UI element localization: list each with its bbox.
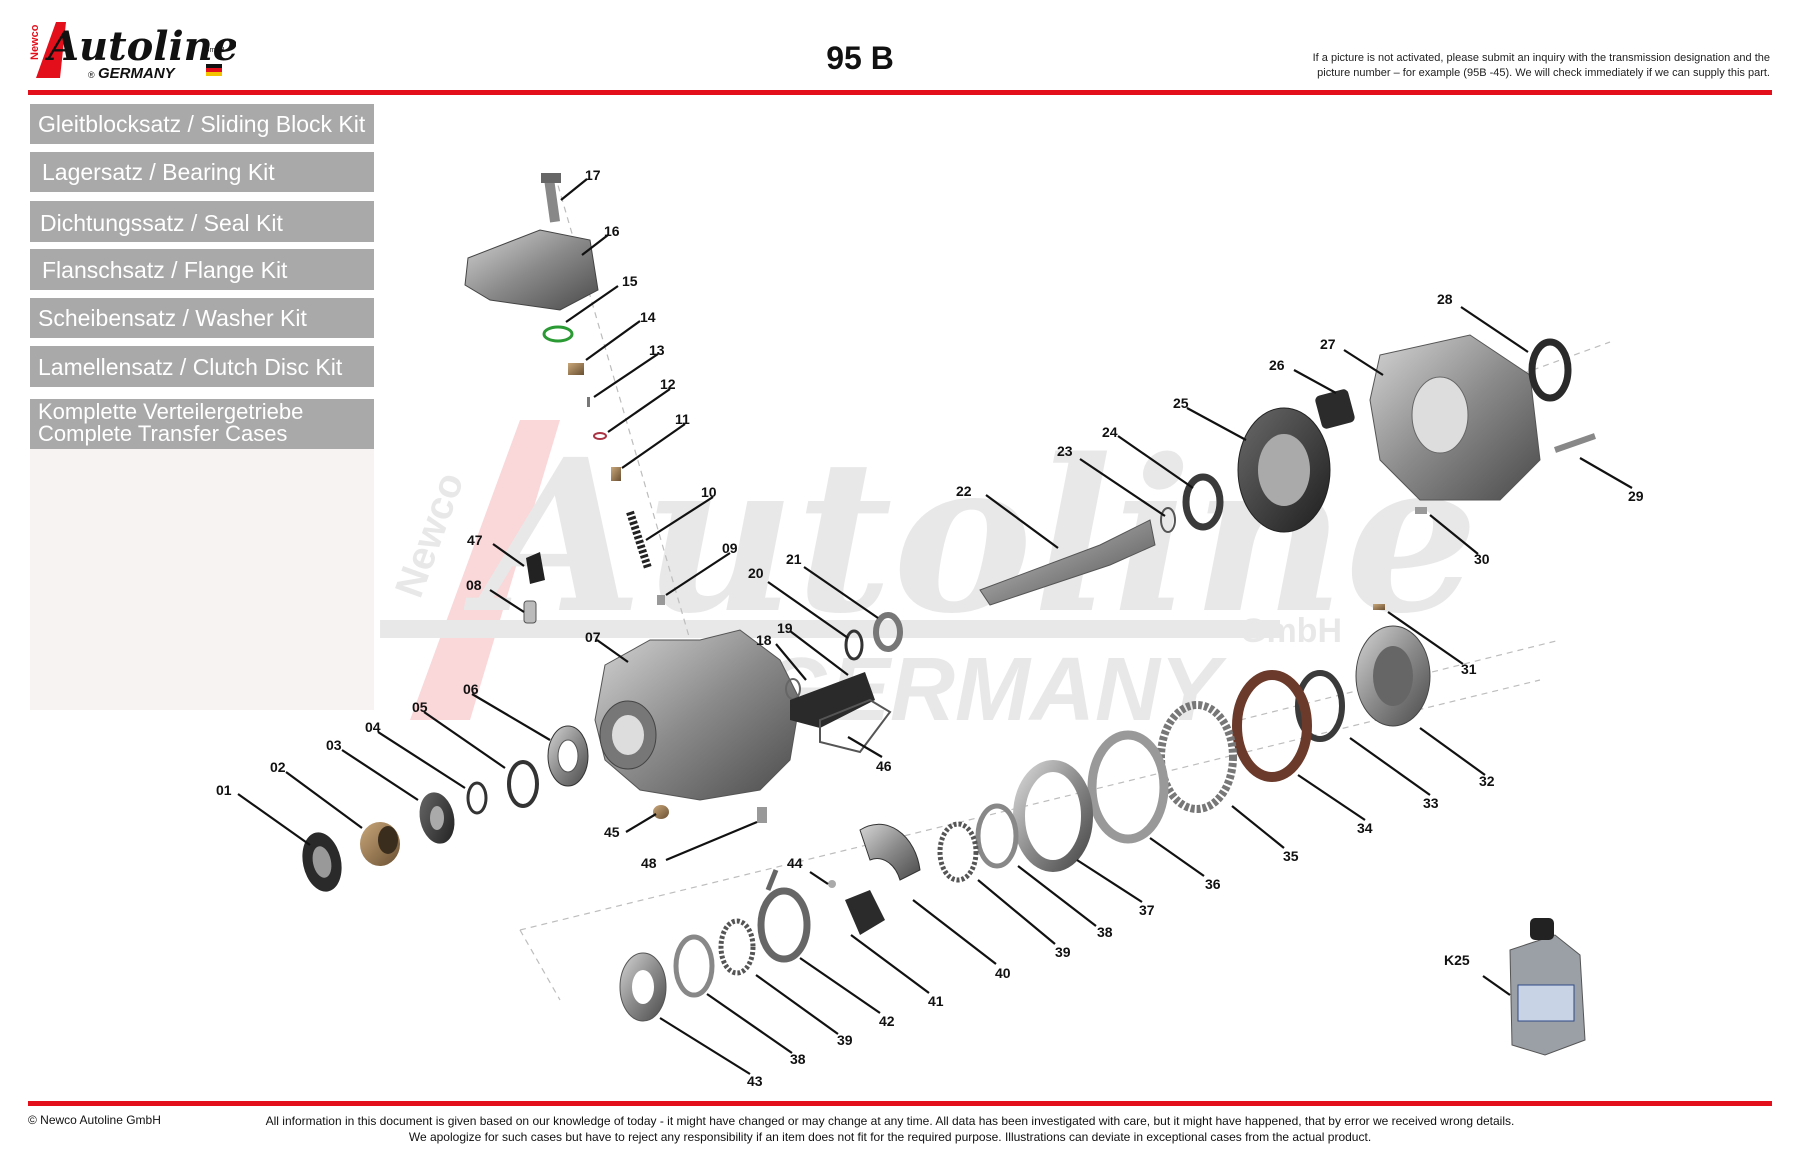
- part-number: 32: [1479, 773, 1495, 789]
- part-number: 30: [1474, 551, 1490, 567]
- part-number: 01: [216, 782, 232, 798]
- part-number: 41: [928, 993, 944, 1009]
- part-number: 47: [467, 532, 483, 548]
- svg-text:Newco: Newco: [29, 24, 41, 60]
- part-number: 21: [786, 551, 802, 567]
- part-number: 14: [640, 309, 656, 325]
- svg-text:Autoline: Autoline: [44, 23, 236, 70]
- sliding-block-kit-button[interactable]: Gleitblocksatz / Sliding Block Kit: [30, 104, 374, 144]
- part-number: 36: [1205, 876, 1221, 892]
- header-divider: [28, 90, 1772, 95]
- copyright-text: © Newco Autoline GmbH: [28, 1113, 161, 1127]
- svg-text:GERMANY: GERMANY: [98, 65, 177, 82]
- part-number: 07: [585, 629, 601, 645]
- newco-autoline-logo: Newco Autoline GmbH GERMANY ®: [29, 22, 236, 82]
- part-number: 34: [1357, 820, 1373, 836]
- clutch-disc-kit-button[interactable]: Lamellensatz / Clutch Disc Kit: [30, 346, 374, 387]
- part-number: 43: [747, 1073, 763, 1089]
- washer-kit-button[interactable]: Scheibensatz / Washer Kit: [30, 298, 374, 338]
- menu-panel-background: [30, 448, 374, 710]
- part-number: 35: [1283, 848, 1299, 864]
- part-number: 29: [1628, 488, 1644, 504]
- part-number: K25: [1444, 952, 1470, 968]
- part-number: 40: [995, 965, 1011, 981]
- footer-divider: [28, 1101, 1772, 1106]
- part-number: 28: [1437, 291, 1453, 307]
- part-number: 38: [1097, 924, 1113, 940]
- complete-transfer-cases-button[interactable]: Komplette Verteilergetriebe Complete Tra…: [30, 399, 374, 449]
- part-number: 02: [270, 759, 286, 775]
- part-number: 37: [1139, 902, 1155, 918]
- page-title: 95 B: [826, 40, 894, 76]
- part-number: 13: [649, 342, 665, 358]
- inquiry-note-line-2: picture number – for example (95B -45). …: [1317, 67, 1770, 79]
- inquiry-note-line-1: If a picture is not activated, please su…: [1312, 52, 1770, 64]
- part-number: 23: [1057, 443, 1073, 459]
- part-callouts: 01 02 03 04 05 06 07 08 09 10 11 12 13 1…: [216, 167, 1644, 1089]
- bearing-kit-button[interactable]: Lagersatz / Bearing Kit: [30, 152, 374, 192]
- part-number: 38: [790, 1051, 806, 1067]
- svg-text:GmbH: GmbH: [204, 47, 224, 54]
- part-number: 05: [412, 699, 428, 715]
- part-number: 45: [604, 824, 620, 840]
- disclaimer: All information in this document is give…: [200, 1113, 1580, 1145]
- seal-kit-button[interactable]: Dichtungssatz / Seal Kit: [30, 201, 374, 242]
- svg-text:®: ®: [88, 70, 95, 80]
- part-number: 06: [463, 681, 479, 697]
- part-number: 42: [879, 1013, 895, 1029]
- disclaimer-line-1: All information in this document is give…: [265, 1114, 1515, 1128]
- flange-kit-button[interactable]: Flanschsatz / Flange Kit: [30, 249, 374, 290]
- svg-text:GmbH: GmbH: [1240, 612, 1342, 650]
- svg-text:Newco: Newco: [387, 467, 472, 603]
- part-number: 08: [466, 577, 482, 593]
- part-number: 16: [604, 223, 620, 239]
- part-number: 04: [365, 719, 381, 735]
- part-number: 03: [326, 737, 342, 753]
- part-number: 33: [1423, 795, 1439, 811]
- part-number: 15: [622, 273, 638, 289]
- part-number: 25: [1173, 395, 1189, 411]
- part-number: 31: [1461, 661, 1477, 677]
- part-number: 26: [1269, 357, 1285, 373]
- part-number: 24: [1102, 424, 1118, 440]
- part-number: 12: [660, 376, 676, 392]
- part-number: 39: [837, 1032, 853, 1048]
- inquiry-note: If a picture is not activated, please su…: [1210, 51, 1770, 81]
- part-number: 44: [787, 855, 803, 871]
- part-number: 11: [675, 411, 690, 427]
- part-number: 22: [956, 483, 972, 499]
- part-number: 39: [1055, 944, 1071, 960]
- part-number: 18: [756, 632, 772, 648]
- part-number: 17: [585, 167, 601, 183]
- part-number: 27: [1320, 336, 1336, 352]
- part-number: 09: [722, 540, 738, 556]
- part-number: 19: [777, 620, 793, 636]
- part-number: 10: [701, 484, 717, 500]
- disclaimer-line-2: We apologize for such cases but have to …: [408, 1130, 1372, 1144]
- part-number: 46: [876, 758, 892, 774]
- part-number: 48: [641, 855, 657, 871]
- part-number: 20: [748, 565, 764, 581]
